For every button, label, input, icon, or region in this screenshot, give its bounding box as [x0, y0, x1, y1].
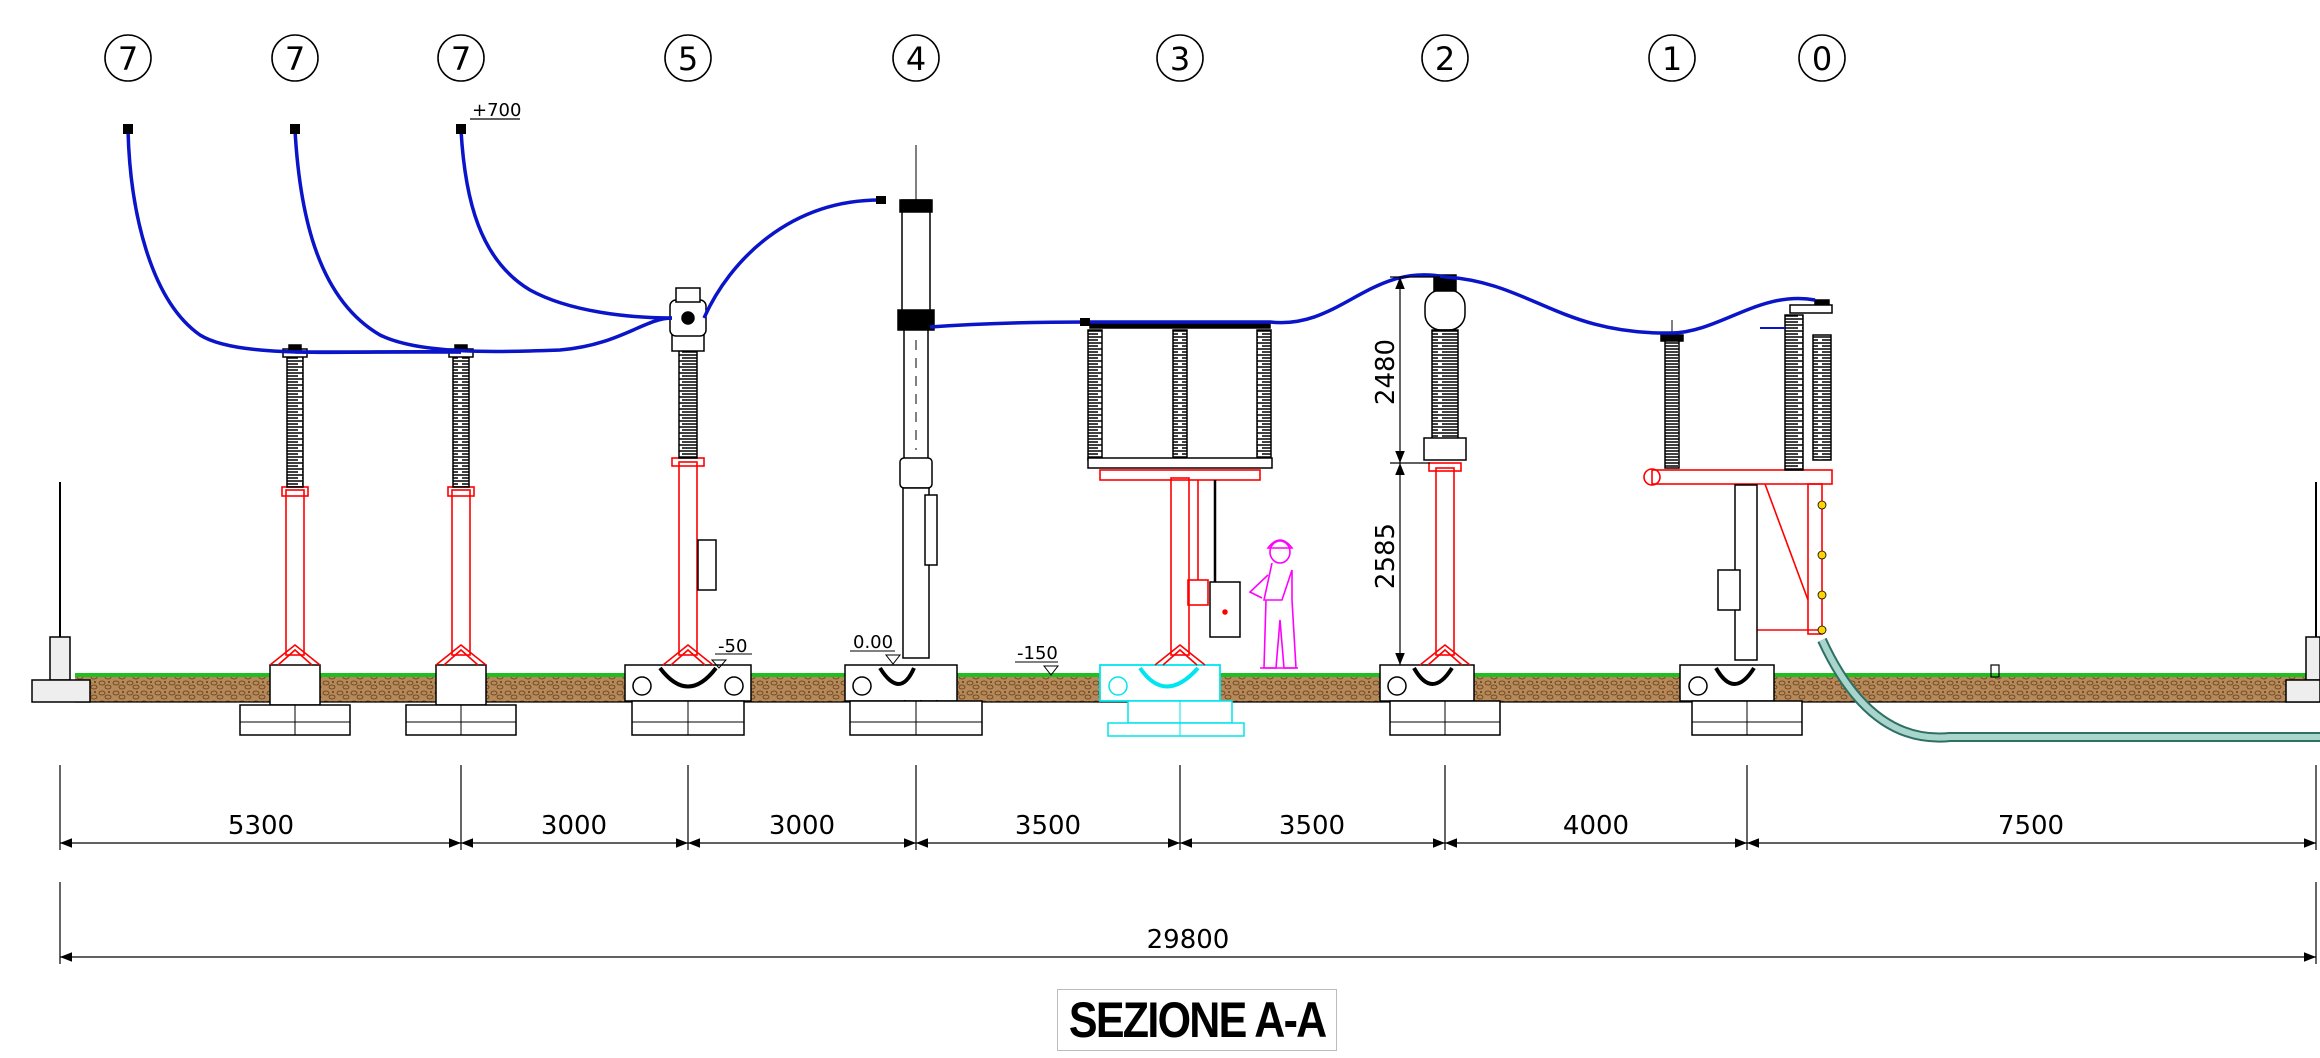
bay-marker: 1 — [1648, 34, 1696, 82]
bay-number: 7 — [118, 40, 138, 78]
bay-number: 1 — [1662, 40, 1682, 78]
left-boundary-wall — [31, 482, 91, 703]
dimension-label: 7500 — [1998, 811, 2064, 841]
support-post — [1419, 462, 1471, 666]
section-title: SEZIONE A-A — [1068, 992, 1327, 1048]
foundation — [405, 664, 517, 736]
support-post — [1099, 469, 1261, 666]
ground-levels: -50 0.00 -150 — [710, 632, 1060, 676]
person-figure — [1248, 539, 1298, 669]
dimension-label: 4000 — [1563, 811, 1629, 841]
dimension-chain: 5300 3000 3000 3500 3500 4000 7500 — [59, 765, 2317, 850]
dimension-label: 3000 — [541, 811, 607, 841]
total-dimension: 29800 — [59, 882, 2317, 964]
conductor — [126, 129, 462, 355]
marker-post — [1990, 664, 2000, 678]
disconnector — [1087, 321, 1273, 638]
foundation — [624, 664, 752, 736]
support-structures — [269, 457, 1833, 666]
level-label-top: +700 — [472, 100, 521, 121]
post-insulator — [448, 344, 474, 488]
bay-marker: 5 — [664, 34, 712, 82]
bay-number: 3 — [1170, 40, 1190, 78]
foundation — [844, 664, 983, 736]
level-label: 0.00 — [853, 632, 893, 653]
level-mark-top: +700 — [470, 100, 521, 121]
bay-marker: 2 — [1421, 34, 1469, 82]
dimension-label: 3000 — [769, 811, 835, 841]
vertical-dimension-label: 2480 — [1371, 339, 1401, 405]
conductors — [126, 129, 1816, 355]
bay-markers: 7 7 7 5 4 3 2 1 0 — [104, 34, 1846, 82]
conductor — [929, 273, 1446, 329]
level-label: -150 — [1017, 643, 1058, 664]
conductor — [293, 129, 673, 354]
bay-marker: 4 — [892, 34, 940, 82]
cable-sealing-end — [1717, 299, 1833, 661]
dimension-label: 3500 — [1015, 811, 1081, 841]
bay-number: 7 — [285, 40, 305, 78]
conductor — [1444, 275, 1816, 335]
right-boundary-wall — [2285, 482, 2320, 703]
equipment — [282, 145, 1833, 661]
total-dimension-label: 29800 — [1147, 925, 1230, 955]
level-label: -50 — [718, 636, 747, 657]
foundation — [239, 664, 351, 736]
dimension-label: 3500 — [1279, 811, 1345, 841]
bay-number: 5 — [678, 40, 698, 78]
vertical-dimensions: 2480 2585 — [1371, 276, 1440, 665]
post-insulator — [1660, 320, 1684, 469]
current-transformer — [669, 287, 717, 591]
section-title-box: SEZIONE A-A — [1057, 989, 1337, 1051]
foundations — [239, 664, 1803, 737]
bay-number: 4 — [906, 40, 926, 78]
bay-number: 7 — [451, 40, 471, 78]
support-post — [435, 486, 487, 666]
vertical-dimension-label: 2585 — [1371, 523, 1401, 589]
foundation — [1679, 664, 1803, 736]
bay-number: 0 — [1812, 40, 1832, 78]
operating-box — [1209, 581, 1241, 638]
bay-number: 2 — [1435, 40, 1455, 78]
support-post — [662, 457, 714, 666]
bay-marker: 3 — [1156, 34, 1204, 82]
voltage-transformer — [1423, 274, 1467, 461]
bay-marker: 7 — [271, 34, 319, 82]
bay-marker: 0 — [1798, 34, 1846, 82]
foundation — [1379, 664, 1501, 736]
bay-marker: 7 — [437, 34, 485, 82]
conductor — [702, 198, 881, 319]
bay-marker: 7 — [104, 34, 152, 82]
foundation-highlighted — [1099, 664, 1245, 737]
support-post — [269, 486, 321, 666]
conductor-terminals — [123, 124, 1090, 326]
dimension-label: 5300 — [228, 811, 294, 841]
post-insulator — [282, 344, 308, 488]
conductor — [459, 129, 673, 320]
circuit-breaker — [897, 145, 938, 659]
